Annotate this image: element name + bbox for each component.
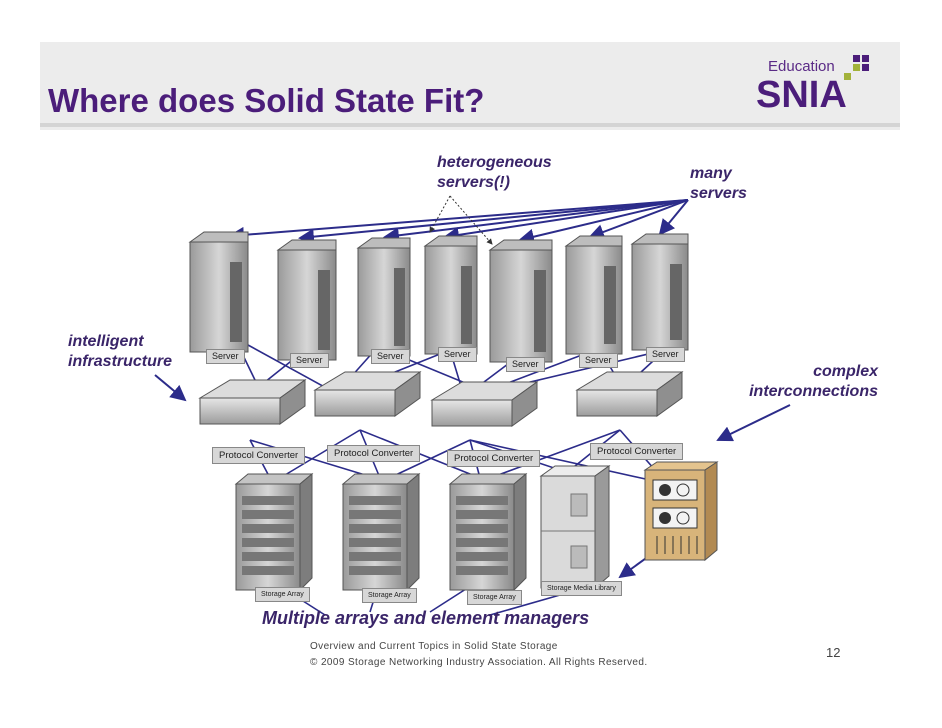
many-line-2: servers	[690, 185, 747, 202]
heterogeneous-line-2: servers(!)	[437, 174, 510, 191]
storage-array-2	[341, 472, 421, 592]
heterogeneous-arrows	[429, 195, 493, 245]
server-3	[356, 237, 411, 357]
logo-square-4	[853, 64, 860, 71]
server-tag-4: Server	[438, 347, 477, 362]
logo-square-3	[862, 64, 869, 71]
server-tag-1: Server	[206, 349, 245, 364]
server-tag-5: Server	[506, 357, 545, 372]
footer-course-title: Overview and Current Topics in Solid Sta…	[310, 641, 558, 652]
protocol-converters	[198, 371, 684, 427]
media-library-tag: Storage Media Library	[541, 581, 622, 596]
converter-4	[575, 371, 684, 417]
complex-line-2: interconnections	[749, 383, 878, 400]
server-7	[630, 233, 689, 351]
heterogeneous-line-1: heterogeneous	[437, 154, 552, 171]
logo-education-text: Education	[768, 58, 835, 75]
logo-square-2	[862, 55, 869, 62]
logo-square-1	[853, 55, 860, 62]
many-servers-label: many servers	[690, 164, 747, 204]
tape-device	[643, 461, 719, 562]
storage-media-library	[539, 465, 611, 590]
server-tag-7: Server	[646, 347, 685, 362]
server-1	[188, 231, 249, 353]
logo-snia-text: SNIA	[756, 74, 847, 116]
converter-2	[313, 371, 422, 417]
server-tag-2: Server	[290, 353, 329, 368]
intelligent-line-2: infrastructure	[68, 353, 173, 370]
array-tag-2: Storage Array	[362, 588, 417, 603]
server-tag-6: Server	[579, 353, 618, 368]
intelligent-infrastructure-label: intelligent infrastructure	[68, 332, 172, 372]
server-4	[423, 235, 478, 355]
complex-line-1: complex	[813, 363, 878, 380]
servers	[188, 231, 689, 363]
converter-1	[198, 379, 307, 425]
storage-array-1	[234, 472, 314, 592]
converter-3	[430, 381, 539, 427]
server-tag-3: Server	[371, 349, 410, 364]
multiple-arrays-label: Multiple arrays and element managers	[262, 608, 590, 628]
footer-copyright: © 2009 Storage Networking Industry Assoc…	[310, 657, 648, 668]
server-5	[488, 239, 553, 363]
many-servers-arrows	[228, 199, 689, 245]
intelligent-line-1: intelligent	[68, 333, 144, 350]
server-2	[276, 239, 337, 361]
converter-tag-2: Protocol Converter	[327, 445, 421, 462]
complex-interconnections-label: complex interconnections	[726, 362, 878, 402]
storage-array-3	[448, 472, 528, 592]
heterogeneous-servers-label: heterogeneous servers(!)	[437, 153, 552, 193]
slide-number: 12	[826, 645, 841, 660]
title-rule	[40, 123, 900, 127]
converter-tag-3: Protocol Converter	[447, 450, 541, 467]
title-bar	[40, 42, 900, 130]
many-line-1: many	[690, 165, 732, 182]
logo-square-5	[844, 73, 851, 80]
storage-arrays	[234, 461, 719, 592]
server-6	[564, 235, 623, 355]
converter-tag-4: Protocol Converter	[590, 443, 684, 460]
converter-tag-1: Protocol Converter	[212, 447, 306, 464]
array-tag-1: Storage Array	[255, 587, 310, 602]
page-title: Where does Solid State Fit?	[48, 82, 485, 119]
array-tag-3: Storage Array	[467, 590, 522, 605]
